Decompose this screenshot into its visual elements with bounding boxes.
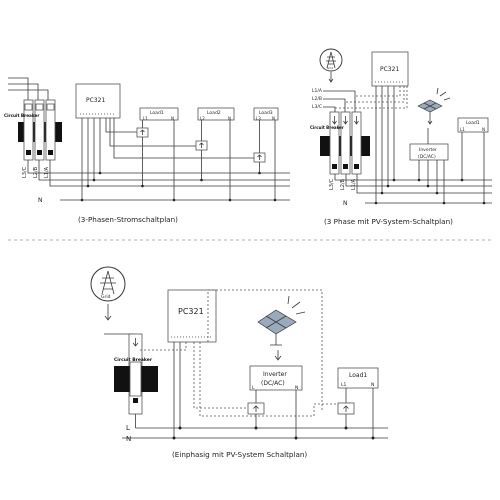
svg-text:(DC/AC): (DC/AC) [418,154,436,160]
svg-text:Grid: Grid [327,66,333,70]
line-label-l3c: L3/C [22,166,28,178]
line-label-l1a: L1/A [312,88,323,94]
breaker-label: Circuit Breaker [4,113,40,118]
svg-text:Load2: Load2 [207,110,221,116]
svg-text:N: N [371,382,374,388]
svg-text:Load1: Load1 [466,120,480,126]
inverter: Inverter (DC/AC) L N [249,365,303,391]
device-name: PC321 [86,97,105,104]
load-3: Load3 L3 N [253,107,279,121]
breaker-label: Circuit Breaker [310,125,344,130]
line-label-l1a: L1/A [351,178,357,190]
svg-text:N: N [171,116,174,121]
circuit-breaker [320,111,370,175]
line-label-l2b: L2/B [33,166,39,178]
line-label-l: L [126,424,130,432]
circuit-breaker [18,99,62,161]
svg-text:Inverter: Inverter [263,371,287,378]
grid-icon: Grid [90,266,126,302]
svg-text:Load1: Load1 [150,110,164,116]
circuit-breaker [114,333,158,415]
pc321-meter: PC321 [371,51,409,87]
caption-three-phase-pv: (3 Phase mit PV-System-Schaltplan) [324,217,453,226]
caption-three-phase: (3-Phasen-Stromschaltplan) [78,215,178,224]
line-label-l1a: L1/A [44,166,50,178]
grid-icon: Grid [319,48,343,72]
line-label-l2b: L2/B [312,96,322,102]
load-1: Load1 L1 N [457,117,489,133]
svg-text:L1: L1 [341,382,347,388]
solar-panel-icon [417,87,451,125]
line-label-l3c: L3/C [312,104,322,110]
svg-text:L1: L1 [143,116,148,121]
load-1: Load1 L1 N [139,107,179,121]
line-label-n: N [126,435,131,443]
svg-text:Inverter: Inverter [419,147,437,153]
svg-text:N: N [295,385,298,391]
line-label-l3c: L3/C [329,178,335,190]
svg-text:PC321: PC321 [380,66,399,73]
svg-text:L: L [252,385,255,391]
svg-text:PC321: PC321 [178,307,204,316]
inverter: Inverter (DC/AC) [409,143,449,161]
solar-panel-icon [257,295,306,361]
neutral-label: N [343,200,348,207]
diagram-three-phase-pv: Grid L1/A L2/B L3/C Circuit Breaker L3/C… [310,48,492,226]
caption-single-phase-pv: (Einphasig mit PV-System Schaltplan) [172,450,307,459]
svg-text:Load3: Load3 [259,110,273,116]
svg-text:Grid: Grid [101,294,111,300]
pc321-meter: PC321 [75,83,121,119]
svg-text:L1: L1 [460,127,465,132]
load-2: Load2 L2 N [197,107,235,121]
load-1: Load1 L1 N [337,367,379,389]
svg-text:N: N [228,116,231,121]
svg-text:Load1: Load1 [349,372,367,379]
breaker-label: Circuit Breaker [114,357,153,363]
svg-text:L3: L3 [256,116,261,121]
svg-text:(DC/AC): (DC/AC) [261,380,285,387]
pc321-meter: PC321 [167,289,217,343]
svg-text:N: N [482,127,485,132]
diagram-three-phase: Circuit Breaker L3/C L2/B L1/A N PC321 [4,77,290,224]
svg-text:L2: L2 [200,116,205,121]
diagram-single-phase-pv: Grid Circuit Breaker L N PC321 [90,266,388,459]
line-label-l2b: L2/B [340,178,346,190]
svg-text:N: N [272,116,275,121]
neutral-label: N [38,197,43,204]
